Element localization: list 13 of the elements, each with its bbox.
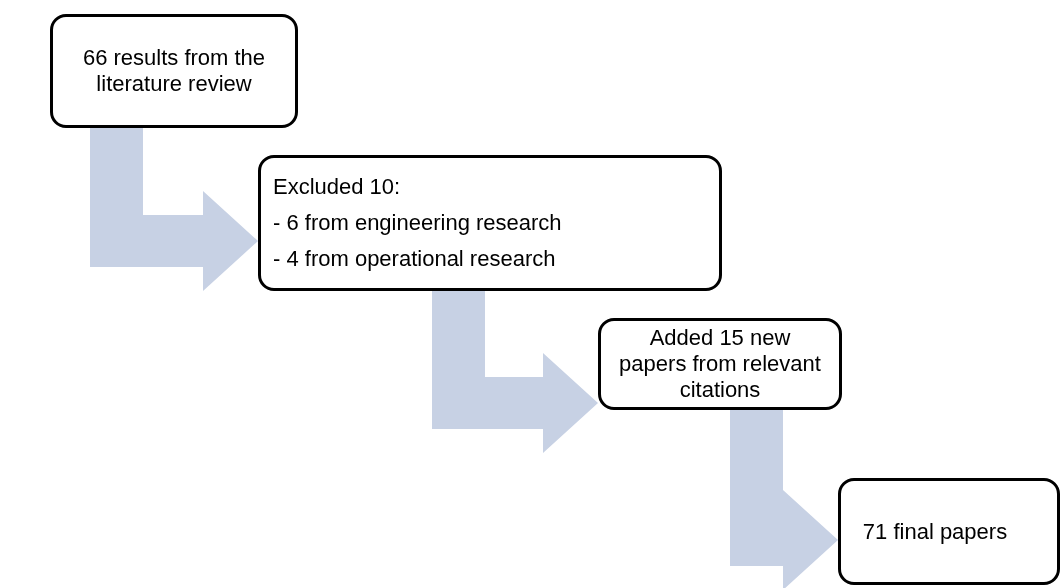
- box-text: - 4 from operational research: [273, 246, 556, 272]
- block-arrow: [432, 291, 598, 453]
- process-box: [50, 14, 298, 128]
- process-box: [838, 478, 1060, 585]
- process-box: [598, 318, 842, 410]
- box-text: 66 results from the literature review: [81, 45, 267, 97]
- block-arrow: [730, 410, 838, 588]
- box-text: Added 15 new papers from relevant citations: [618, 325, 822, 403]
- box-text: Excluded 10:: [273, 174, 401, 200]
- block-arrow: [90, 128, 258, 291]
- box-text: 71 final papers: [862, 518, 1008, 545]
- process-box: [258, 155, 722, 291]
- box-text: - 6 from engineering research: [273, 210, 562, 236]
